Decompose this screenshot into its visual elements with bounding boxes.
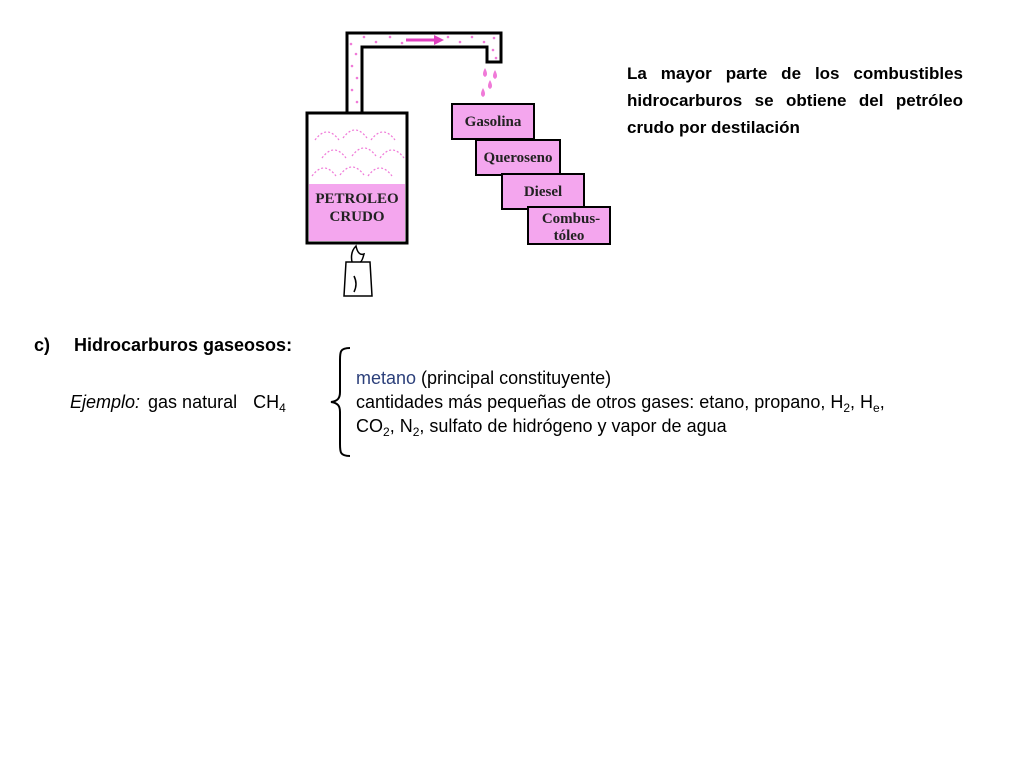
crude-oil-liquid bbox=[309, 184, 405, 241]
details-line-1: metano (principal constituyente) bbox=[356, 366, 970, 390]
details-line-3-a: CO bbox=[356, 416, 383, 436]
methane-formula: CH4 bbox=[253, 392, 286, 415]
details-line-3-b: , N bbox=[389, 416, 413, 436]
details-line-2: cantidades más pequeñas de otros gases: … bbox=[356, 390, 970, 414]
fraction-label-gasolina: Gasolina bbox=[465, 114, 522, 130]
fraction-box-combustoleo bbox=[527, 206, 611, 245]
fraction-label-combustoleo-line2: tóleo bbox=[554, 228, 585, 244]
example-line: Ejemplo: gas natural CH4 bbox=[70, 392, 286, 415]
example-text: gas natural bbox=[148, 392, 238, 412]
fraction-label-queroseno: Queroseno bbox=[484, 150, 553, 166]
composition-details: metano (principal constituyente) cantida… bbox=[356, 366, 970, 438]
formula-subscript: 4 bbox=[279, 401, 286, 415]
fraction-boxes: Gasolina Queroseno Diesel Combus- tóleo bbox=[451, 103, 611, 245]
section-title: Hidrocarburos gaseosos: bbox=[74, 335, 293, 355]
formula-main: CH bbox=[253, 392, 280, 412]
intro-text: La mayor parte de los combustibles hidro… bbox=[627, 64, 963, 137]
section-heading: c) Hidrocarburos gaseosos: bbox=[34, 335, 292, 356]
tank-label-line2: CRUDO bbox=[330, 209, 385, 225]
fraction-label-diesel: Diesel bbox=[524, 184, 562, 200]
methane-highlight: metano bbox=[356, 368, 417, 388]
curly-brace-icon bbox=[330, 347, 351, 457]
details-line-1-rest: (principal constituyente) bbox=[416, 368, 612, 388]
distillation-diagram: PETROLEO CRUDO Gasolina Queroseno Diesel… bbox=[305, 31, 611, 297]
fraction-label-combustoleo-line1: Combus- bbox=[542, 211, 600, 227]
drips bbox=[481, 68, 497, 97]
sub-n2: 2 bbox=[412, 425, 420, 439]
details-line-2-b: , H bbox=[850, 392, 874, 412]
example-label: Ejemplo: bbox=[70, 392, 141, 412]
sub-co2: 2 bbox=[383, 425, 390, 439]
tank-label-line1: PETROLEO bbox=[315, 191, 398, 207]
fraction-box-queroseno bbox=[475, 139, 561, 176]
details-line-3-c: , sulfato de hidrógeno y vapor de agua bbox=[419, 416, 727, 436]
sub-h2: 2 bbox=[843, 401, 851, 415]
section-label: c) bbox=[34, 335, 51, 355]
details-line-2-c: , bbox=[879, 392, 885, 412]
burner-icon bbox=[343, 244, 373, 297]
flow-arrow bbox=[406, 35, 444, 45]
distillation-tube bbox=[345, 31, 503, 112]
details-line-3: CO2, N2, sulfato de hidrógeno y vapor de… bbox=[356, 414, 970, 438]
details-line-2-a: cantidades más pequeñas de otros gases: … bbox=[356, 392, 844, 412]
sub-he: e bbox=[873, 401, 880, 415]
